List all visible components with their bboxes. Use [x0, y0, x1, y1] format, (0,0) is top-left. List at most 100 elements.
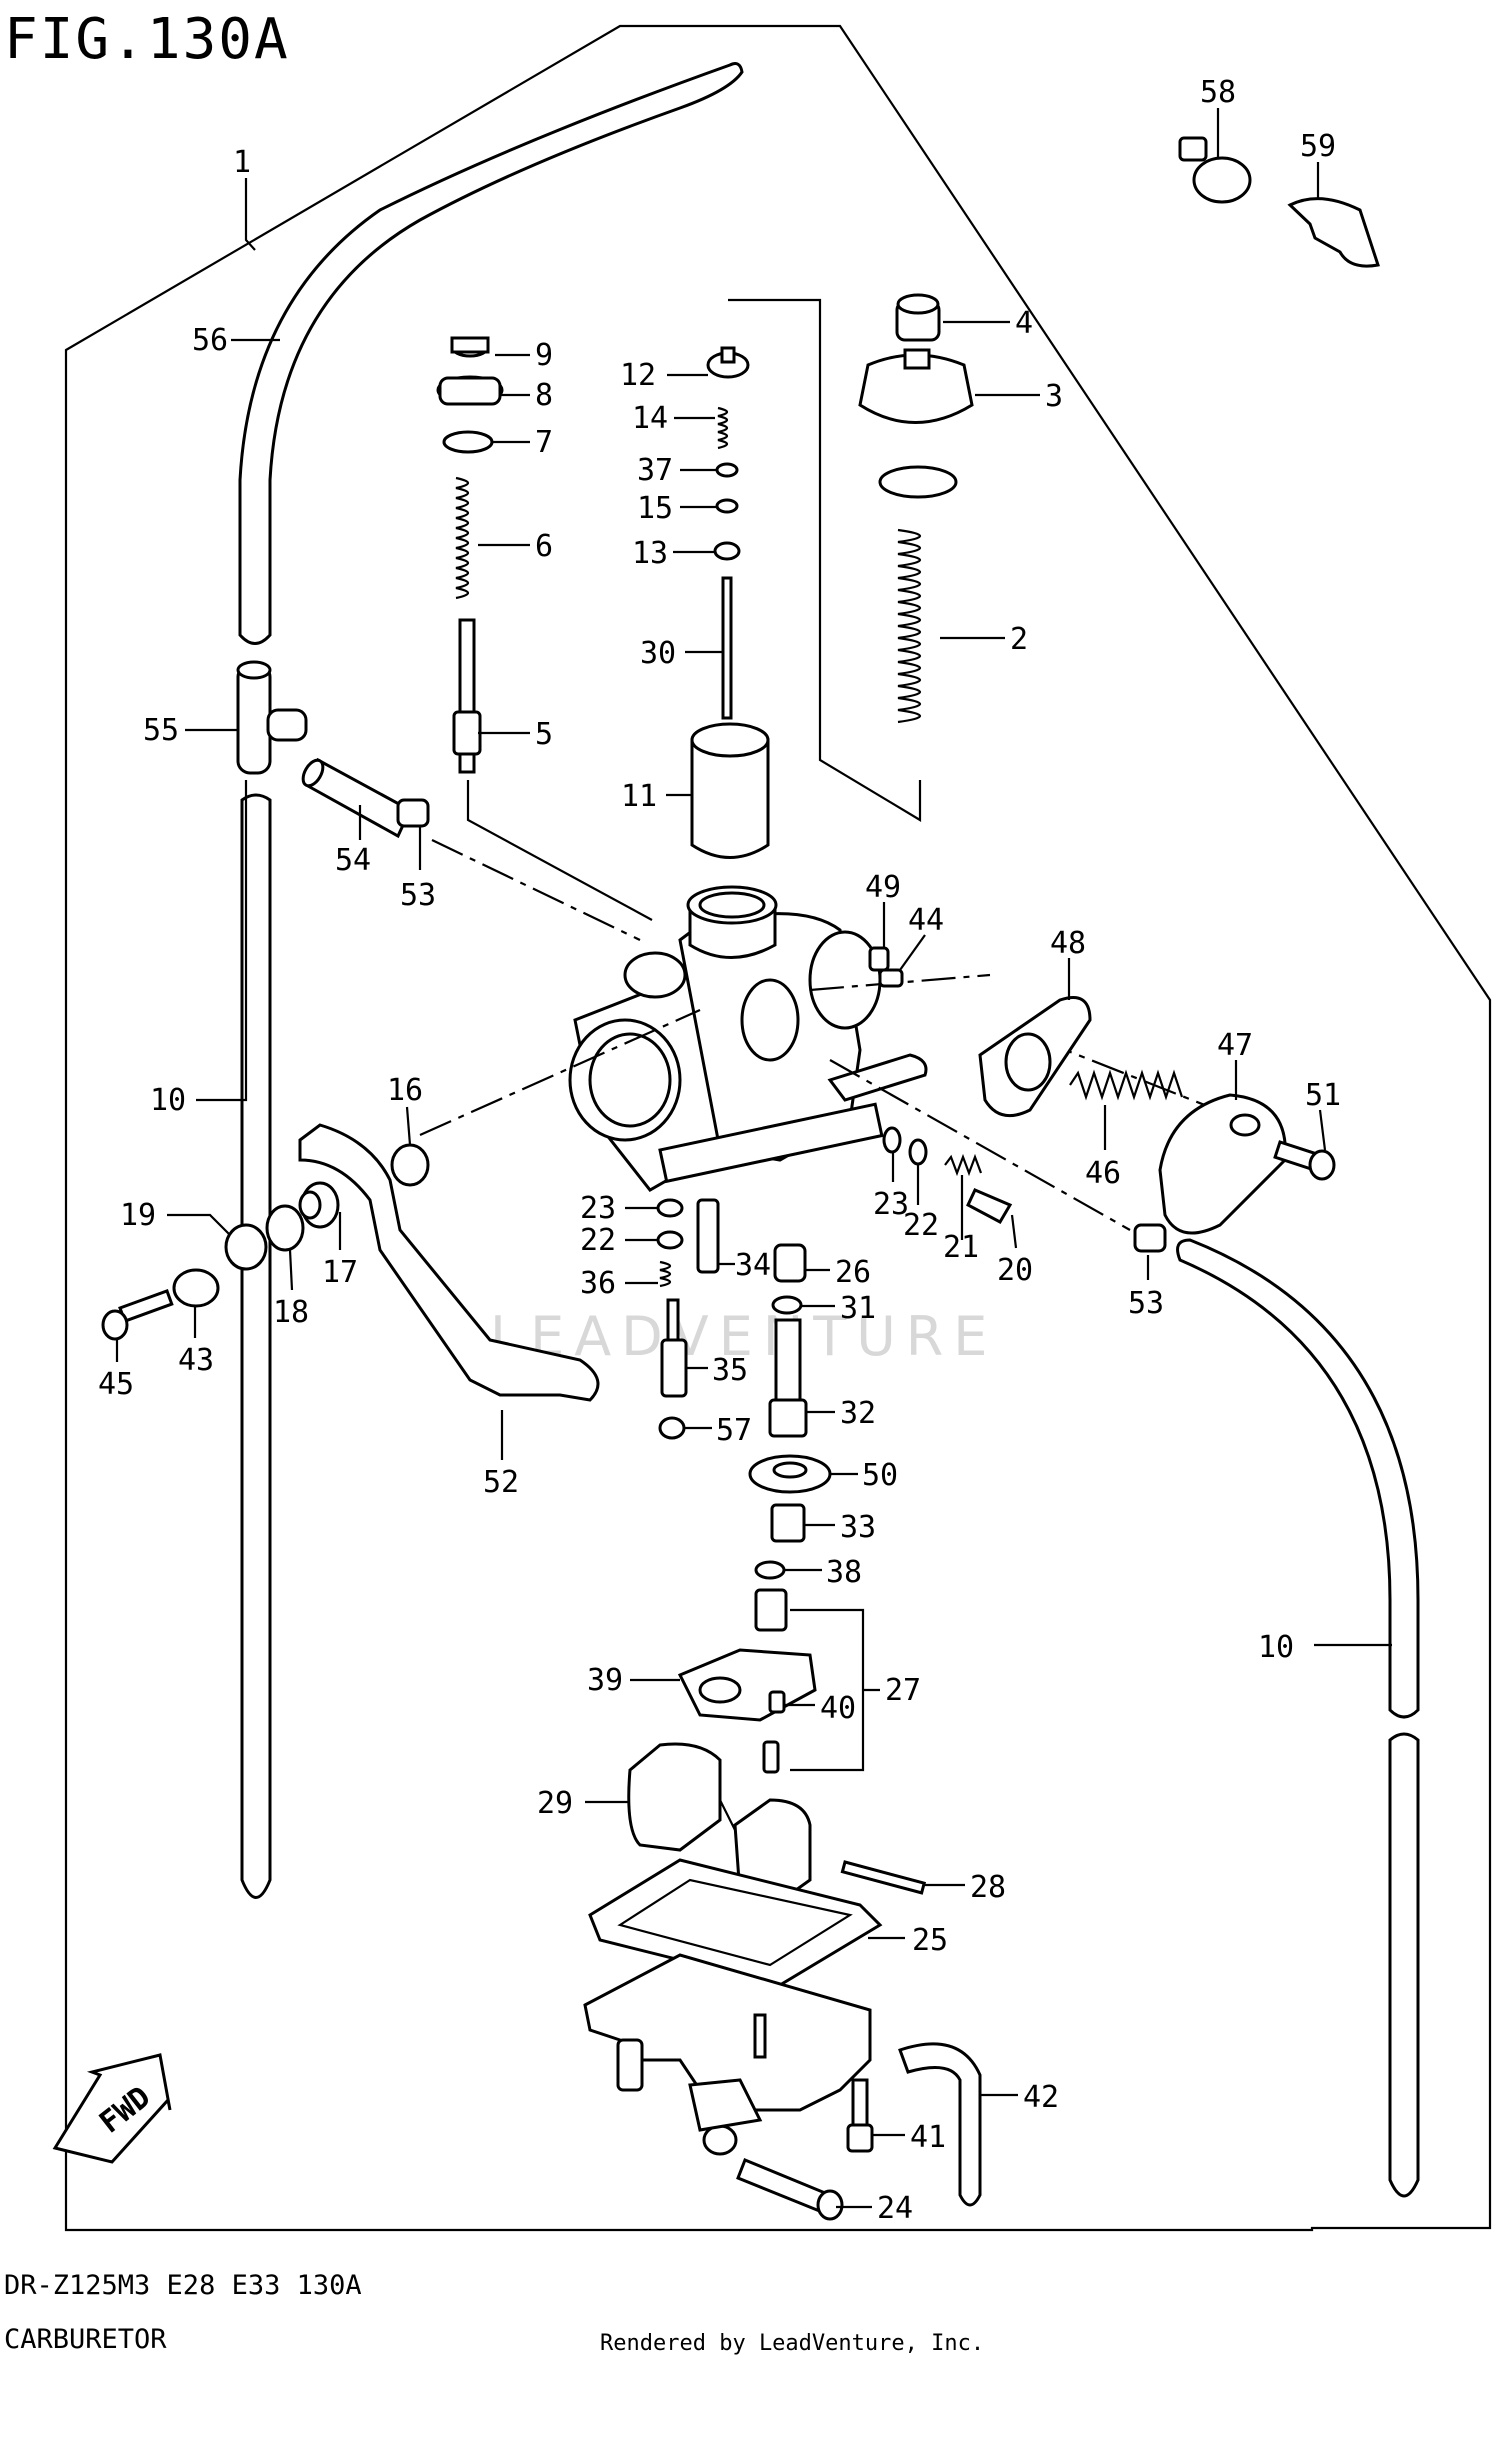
- cap-part-8: [436, 375, 504, 406]
- float-pin-28: [840, 1860, 927, 1895]
- callout-18: 18: [273, 1295, 309, 1330]
- pilot-screw-35: [660, 1298, 688, 1398]
- plate-39: [677, 1648, 817, 1722]
- callout-45: 45: [98, 1367, 134, 1402]
- callout-10-right: 10: [1258, 1630, 1294, 1665]
- callout-42: 42: [1023, 2080, 1059, 2115]
- overflow-tube-lower: [240, 793, 272, 1899]
- callout-9: 9: [535, 338, 553, 373]
- callout-55: 55: [143, 713, 179, 748]
- callout-29: 29: [537, 1786, 573, 1821]
- callout-58: 58: [1200, 75, 1236, 110]
- spring-46: [1069, 1069, 1184, 1101]
- section-name: CARBURETOR: [4, 2324, 167, 2355]
- gasket-25: [588, 1858, 883, 1987]
- callout-22-right: 22: [903, 1208, 939, 1243]
- gasket-ring: [878, 465, 958, 499]
- washer-18: [265, 1204, 305, 1252]
- clamp-59: [1287, 197, 1380, 268]
- callout-30: 30: [640, 636, 676, 671]
- plunger-5: [452, 618, 482, 774]
- o-ring-31: [771, 1295, 803, 1315]
- callout-31: 31: [840, 1291, 876, 1326]
- render-credit: Rendered by LeadVenture, Inc.: [600, 2331, 984, 2356]
- callout-33: 33: [840, 1510, 876, 1545]
- air-screw-24: [736, 2158, 844, 2221]
- spring-36: [659, 1260, 672, 1288]
- fwd-arrow-icon: FWD: [52, 2053, 172, 2164]
- callout-41: 41: [910, 2120, 946, 2155]
- spring-2: [897, 528, 922, 724]
- assembly-line-e: [1039, 1038, 1231, 1117]
- callout-16: 16: [387, 1073, 423, 1108]
- spring-14: [717, 406, 729, 450]
- callout-21: 21: [943, 1230, 979, 1265]
- callout-43: 43: [178, 1343, 214, 1378]
- callout-1: 1: [233, 145, 251, 180]
- needle-valve: [762, 1740, 780, 1774]
- assembly-line-f: [466, 780, 653, 921]
- cap-part-9: [450, 336, 490, 358]
- callout-25: 25: [912, 1923, 948, 1958]
- jet-26: [773, 1243, 807, 1283]
- washer-37: [715, 462, 739, 478]
- bracket-line-27: [790, 1608, 880, 1772]
- screw-40: [768, 1690, 786, 1714]
- drain-screw-41: [846, 2078, 874, 2153]
- o-ring-38: [754, 1560, 786, 1580]
- callout-38: 38: [826, 1555, 862, 1590]
- callout-12: 12: [620, 358, 656, 393]
- callout-53-right: 53: [1128, 1286, 1164, 1321]
- model-line: DR-Z125M3 E28 E33 130A: [4, 2270, 362, 2301]
- callout-19: 19: [120, 1198, 156, 1233]
- callout-14: 14: [632, 401, 668, 436]
- overflow-tube-upper: [238, 62, 744, 645]
- main-jet-33: [770, 1503, 806, 1543]
- callout-53-left: 53: [400, 878, 436, 913]
- callout-5: 5: [535, 717, 553, 752]
- callout-27: 27: [885, 1673, 921, 1708]
- callout-3: 3: [1045, 379, 1063, 414]
- hose-clamp-left: [396, 798, 430, 828]
- jet-34: [696, 1198, 720, 1274]
- washer-22a: [656, 1230, 684, 1250]
- callout-6: 6: [535, 529, 553, 564]
- callout-23-left: 23: [580, 1191, 616, 1226]
- callout-48: 48: [1050, 926, 1086, 961]
- cap-4: [895, 293, 941, 342]
- assembly-line-a: [431, 839, 641, 941]
- callout-51: 51: [1305, 1078, 1341, 1113]
- adjuster-49: [868, 946, 890, 972]
- jet-needle-30: [721, 576, 733, 720]
- callout-49: 49: [865, 870, 901, 905]
- callout-39: 39: [587, 1663, 623, 1698]
- throttle-valve-11: [690, 722, 770, 859]
- washer-19: [224, 1223, 268, 1271]
- o-ring-23b: [882, 1126, 902, 1154]
- vent-tube-right: [1176, 1238, 1420, 2198]
- screw-20: [966, 1188, 1013, 1224]
- o-ring-7: [442, 430, 494, 454]
- callout-22-left: 22: [580, 1223, 616, 1258]
- callout-8: 8: [535, 378, 553, 413]
- assembly-line-g: [728, 298, 922, 822]
- callout-7: 7: [535, 425, 553, 460]
- callout-2: 2: [1010, 622, 1028, 657]
- baffle-50: [748, 1454, 832, 1494]
- callout-4: 4: [1015, 306, 1033, 341]
- callout-47: 47: [1217, 1028, 1253, 1063]
- carburetor-body: [568, 885, 928, 1192]
- callout-35: 35: [712, 1353, 748, 1388]
- leader-lines: [115, 108, 1392, 2209]
- callout-36: 36: [580, 1266, 616, 1301]
- callout-46: 46: [1085, 1156, 1121, 1191]
- callout-52: 52: [483, 1465, 519, 1500]
- callout-13: 13: [632, 536, 668, 571]
- clamp-58: [1178, 136, 1252, 204]
- callout-15: 15: [637, 491, 673, 526]
- assembly-line-c: [809, 973, 991, 992]
- cover-47: [1158, 1093, 1287, 1235]
- figure-title: FIG.130A: [4, 7, 290, 72]
- callout-28: 28: [970, 1870, 1006, 1905]
